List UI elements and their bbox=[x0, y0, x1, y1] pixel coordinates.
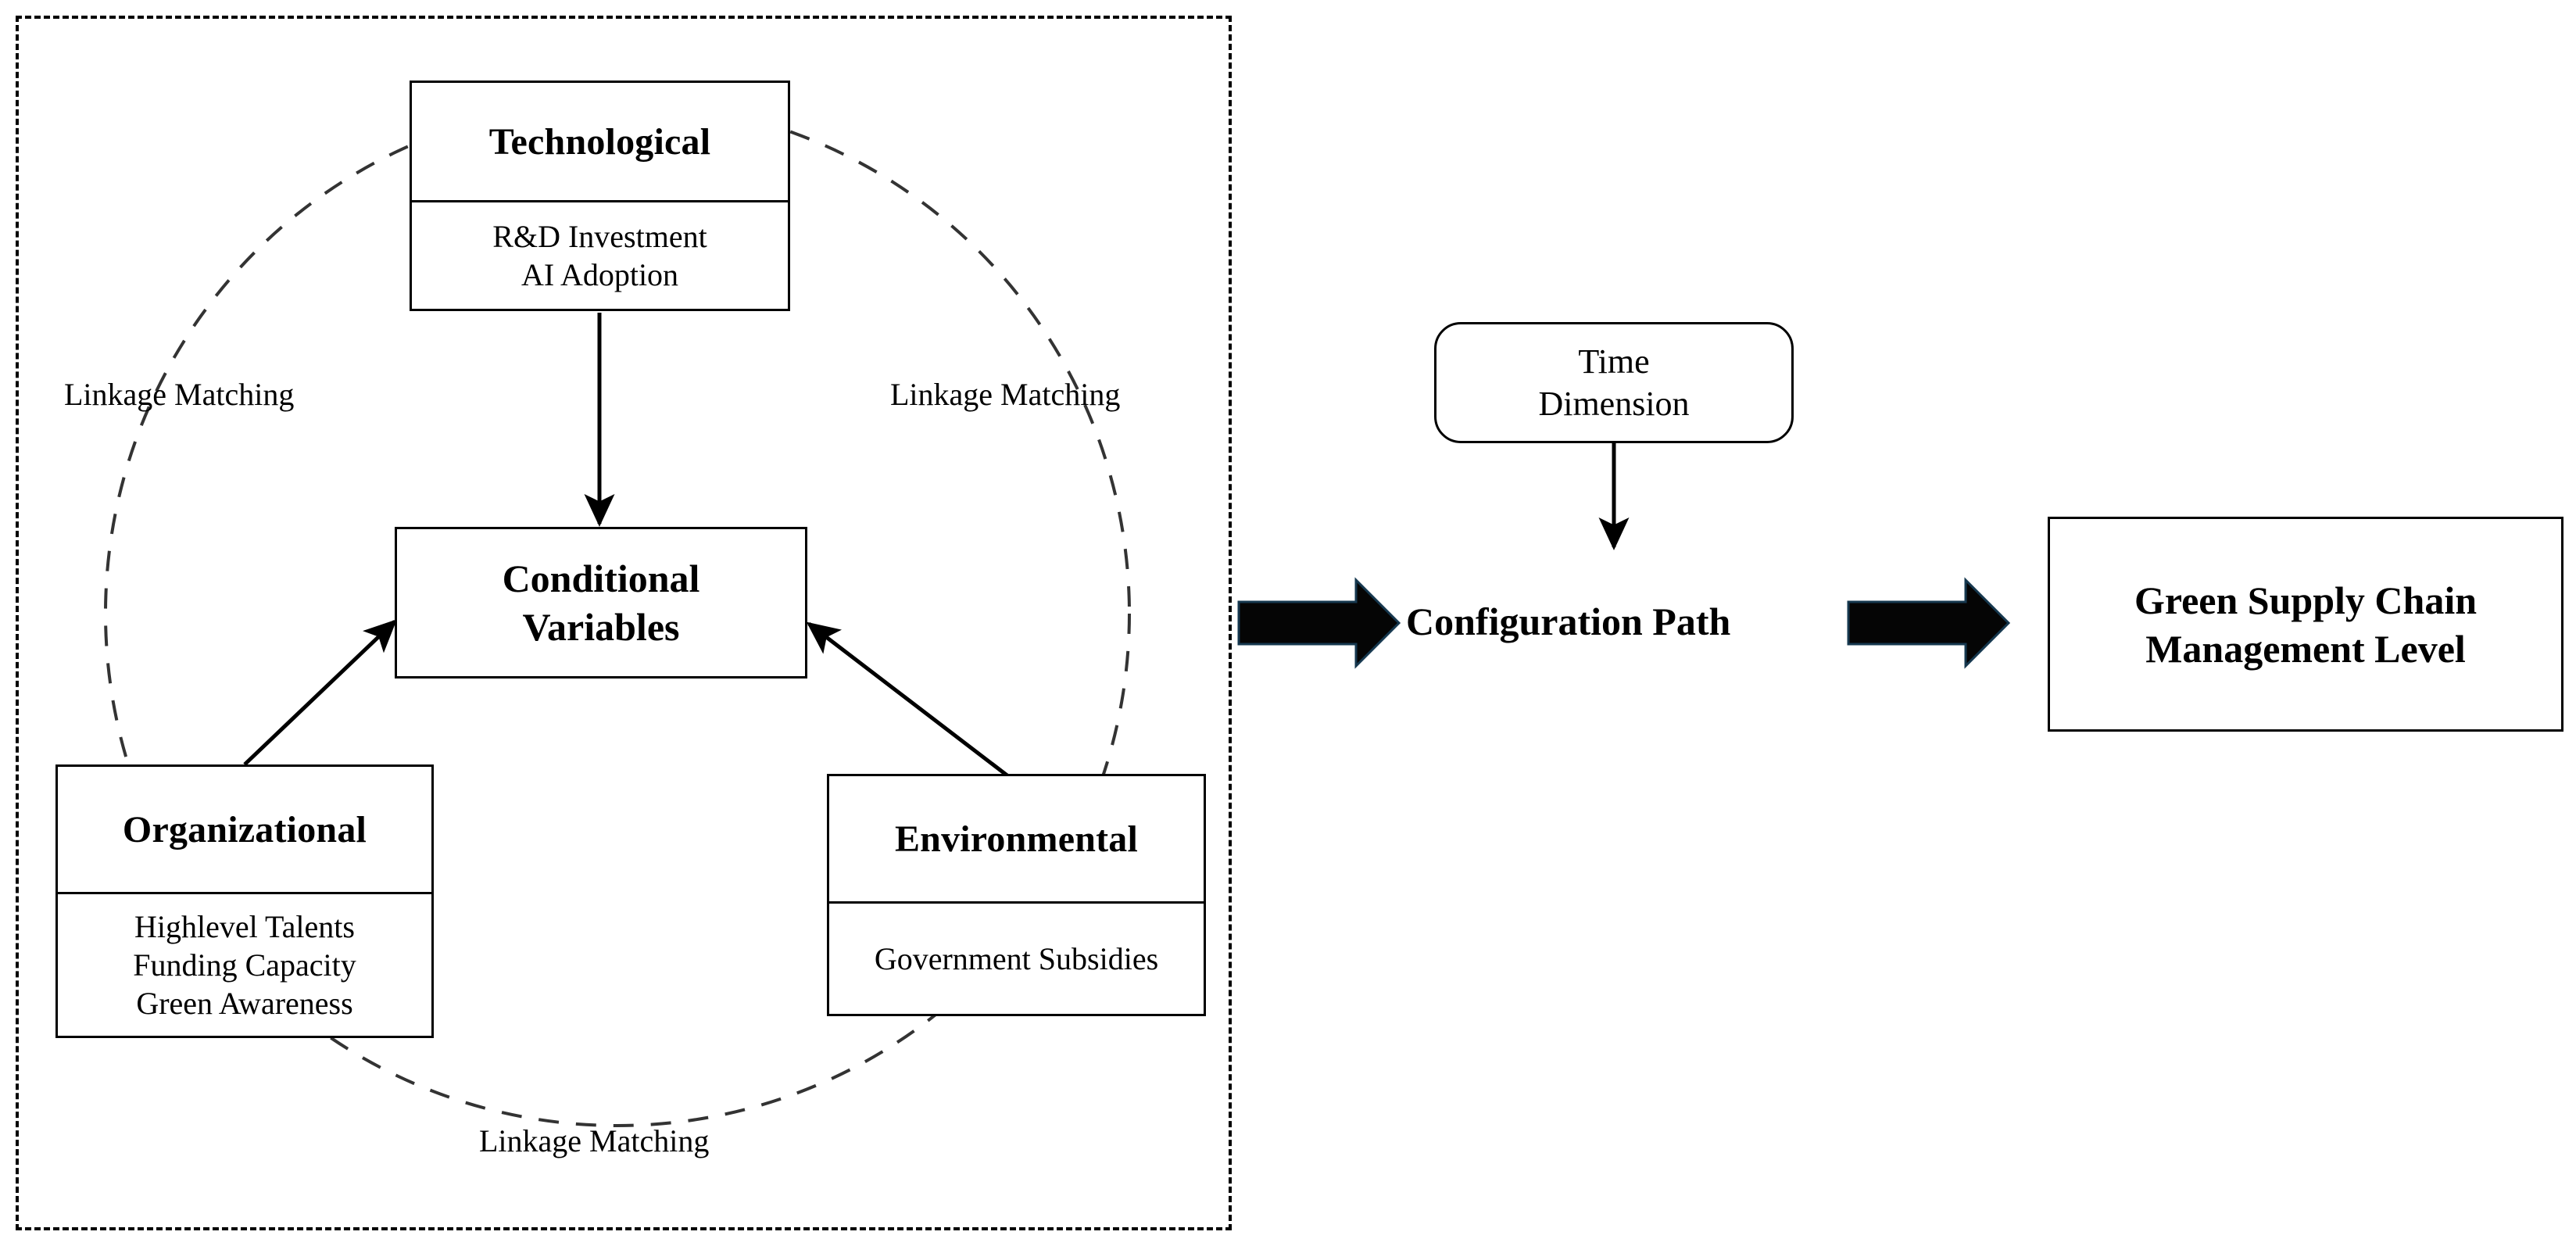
box-environmental[interactable]: Environmental Government Subsidies bbox=[827, 774, 1206, 1016]
toe-dashed-region bbox=[16, 16, 1232, 1230]
box-technological[interactable]: Technological R&D Investment AI Adoption bbox=[410, 81, 790, 311]
box-technological-title: Technological bbox=[488, 120, 711, 163]
block-arrow-to-outcome bbox=[1847, 577, 2011, 669]
box-organizational-item-2: Green Awareness bbox=[136, 986, 353, 1022]
box-conditional-variables-line1: Conditional bbox=[502, 557, 700, 600]
label-linkage-matching-right: Linkage Matching bbox=[890, 377, 1121, 412]
box-organizational-item-1: Funding Capacity bbox=[133, 947, 356, 983]
box-environmental-item-0: Government Subsidies bbox=[874, 940, 1159, 976]
box-environmental-title: Environmental bbox=[894, 818, 1139, 860]
box-organizational-items: Highlevel Talents Funding Capacity Green… bbox=[58, 892, 431, 1036]
block-arrow-to-configuration-path bbox=[1237, 577, 1401, 669]
box-time-dimension-line1: Time bbox=[1578, 342, 1650, 381]
box-conditional-variables-line2: Variables bbox=[522, 605, 680, 649]
box-environmental-items: Government Subsidies bbox=[829, 901, 1204, 1014]
box-technological-item-0: R&D Investment bbox=[492, 218, 707, 254]
box-outcome-text: Green Supply Chain Management Level bbox=[2134, 576, 2477, 673]
box-organizational-title: Organizational bbox=[122, 808, 367, 850]
box-time-dimension[interactable]: Time Dimension bbox=[1434, 322, 1794, 443]
box-conditional-variables[interactable]: Conditional Variables bbox=[395, 527, 807, 678]
label-configuration-path: Configuration Path bbox=[1406, 600, 1731, 643]
box-organizational-item-0: Highlevel Talents bbox=[134, 908, 355, 944]
box-technological-items: R&D Investment AI Adoption bbox=[412, 200, 788, 309]
box-outcome-line1: Green Supply Chain bbox=[2134, 578, 2478, 622]
box-organizational[interactable]: Organizational Highlevel Talents Funding… bbox=[55, 764, 434, 1038]
box-conditional-variables-text: Conditional Variables bbox=[503, 554, 700, 651]
box-green-supply-chain-management-level[interactable]: Green Supply Chain Management Level bbox=[2048, 517, 2563, 732]
box-outcome-line2: Management Level bbox=[2145, 626, 2466, 671]
box-time-dimension-line2: Dimension bbox=[1538, 384, 1690, 423]
label-linkage-matching-left: Linkage Matching bbox=[64, 377, 295, 412]
label-linkage-matching-bottom: Linkage Matching bbox=[479, 1123, 710, 1158]
box-technological-item-1: AI Adoption bbox=[521, 257, 679, 292]
box-time-dimension-text: Time Dimension bbox=[1538, 341, 1689, 424]
